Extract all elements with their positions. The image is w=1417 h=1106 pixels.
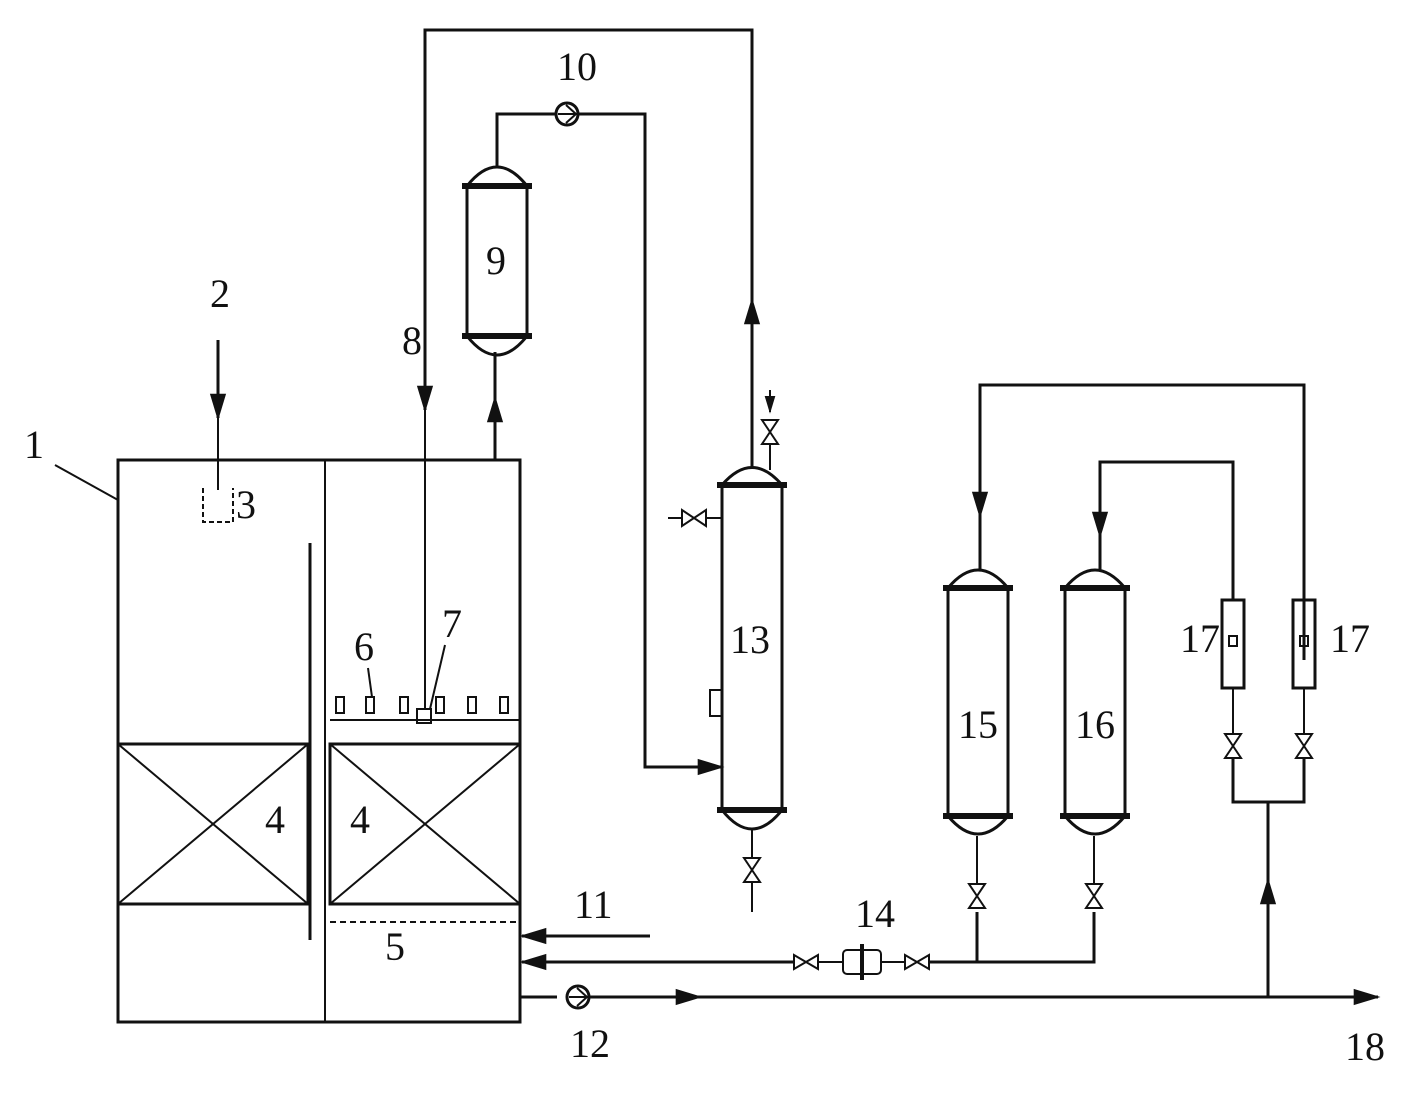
vessel-16 — [1060, 568, 1130, 836]
valve-14-left — [793, 953, 819, 971]
label-2: 2 — [210, 271, 230, 316]
vessel-15 — [943, 568, 1013, 836]
label-13: 13 — [730, 617, 770, 662]
label-4-right: 4 — [350, 797, 370, 842]
pump-10 — [554, 101, 580, 127]
leader-line-6 — [367, 667, 373, 698]
label-17-right: 17 — [1330, 616, 1370, 661]
label-11: 11 — [574, 882, 613, 927]
label-17-left: 17 — [1180, 616, 1220, 661]
valve-17-left — [1223, 733, 1243, 759]
spray-header — [330, 696, 520, 721]
label-18: 18 — [1345, 1024, 1385, 1069]
valve-14-right — [904, 953, 930, 971]
valve-13-side — [681, 508, 707, 528]
main-tank — [116, 458, 522, 1024]
line-pump-to-13 — [578, 112, 705, 769]
label-12: 12 — [570, 1021, 610, 1066]
recycle-line-8 — [423, 28, 754, 405]
label-5: 5 — [385, 924, 405, 969]
leader-line-1 — [54, 464, 119, 501]
dust-hood-3 — [202, 488, 234, 523]
label-10: 10 — [557, 44, 597, 89]
valve-13-bottom — [742, 857, 762, 883]
label-15: 15 — [958, 702, 998, 747]
packing-bed-right — [328, 742, 522, 906]
label-9: 9 — [486, 238, 506, 283]
label-6: 6 — [354, 624, 374, 669]
manifold-17 — [1231, 758, 1306, 804]
feed-line-15 — [978, 383, 1306, 660]
label-3: 3 — [236, 482, 256, 527]
packing-bed-left — [116, 742, 310, 906]
label-14: 14 — [855, 891, 895, 936]
label-16: 16 — [1075, 702, 1115, 747]
valve-15 — [967, 883, 987, 909]
label-7: 7 — [442, 601, 462, 646]
valve-13-top — [760, 419, 780, 445]
valve-17-right — [1294, 733, 1314, 759]
leader-line-7 — [429, 644, 446, 710]
flowmeter-17-left — [1220, 598, 1246, 690]
label-8: 8 — [402, 318, 422, 363]
line-9-to-pump — [495, 112, 557, 168]
filter-14 — [842, 944, 882, 980]
header-15-16 — [929, 912, 1096, 964]
pump-12 — [565, 984, 591, 1010]
label-1: 1 — [24, 422, 44, 467]
valve-16 — [1084, 883, 1104, 909]
label-4-left: 4 — [265, 797, 285, 842]
feed-line-16 — [1098, 460, 1235, 600]
vessel-9 — [462, 165, 532, 357]
